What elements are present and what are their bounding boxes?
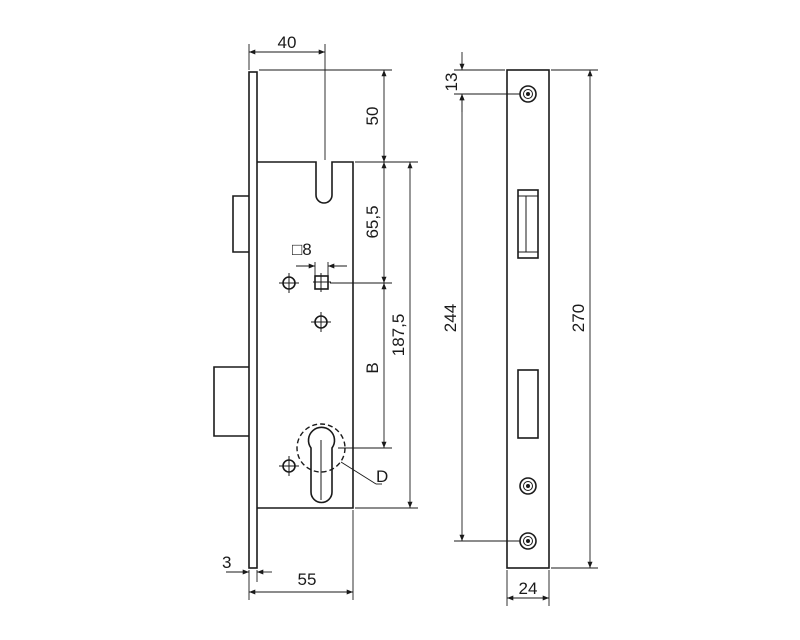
dim-187-5-label: 187,5 — [389, 314, 408, 357]
dim-24-label: 24 — [519, 579, 538, 598]
dim-width-top: 40 — [248, 33, 326, 160]
dim-40-label: 40 — [278, 33, 297, 52]
front-bolt-opening — [517, 369, 539, 439]
dim-13-label: 13 — [442, 73, 461, 92]
dim-244-label: 244 — [441, 304, 460, 332]
dim-55-label: 55 — [298, 570, 317, 589]
front-view: 13 244 270 24 — [441, 52, 598, 606]
dim-body-width: 55 — [249, 510, 354, 600]
dim-faceplate-width: 24 — [506, 570, 550, 606]
lock-body — [257, 161, 354, 509]
dim-d-label: D — [376, 467, 388, 486]
dim-screw-spacing: 244 — [441, 94, 520, 542]
dim-faceplate-length: 270 — [551, 69, 598, 569]
front-latch-opening — [517, 189, 539, 259]
hole-symbol-upper — [279, 273, 299, 293]
hole-symbol-middle — [311, 312, 331, 332]
dim-top-offset: 50 — [259, 69, 418, 163]
spindle-square — [313, 273, 331, 292]
side-faceplate — [248, 71, 258, 569]
dim-square-8-label: □8 — [292, 240, 312, 259]
side-view: 40 50 65,5 □8 B — [213, 33, 418, 600]
dim-50-label: 50 — [363, 107, 382, 126]
dim-total-height: 187,5 — [355, 162, 418, 509]
front-screw-bottom — [519, 532, 537, 550]
dim-screw-offset: 13 — [442, 52, 520, 112]
latch-bolt — [232, 195, 249, 253]
dim-faceplate-thickness: 3 — [222, 553, 272, 600]
dim-270-label: 270 — [569, 304, 588, 332]
dim-cylinder-d: D — [340, 461, 388, 486]
front-screw-top — [519, 85, 537, 103]
dim-backset-b: B — [338, 283, 392, 449]
dim-65-5-label: 65,5 — [363, 205, 382, 238]
dim-spindle-size: □8 — [292, 240, 347, 276]
dim-3-label: 3 — [222, 553, 231, 572]
dim-spindle-offset: 65,5 — [330, 162, 392, 284]
cylinder-cutout — [296, 423, 346, 504]
dead-bolt — [213, 366, 249, 437]
front-faceplate — [506, 69, 550, 569]
dim-b-label: B — [363, 362, 382, 373]
front-screw-middle — [519, 477, 537, 495]
hole-symbol-lower — [279, 456, 299, 476]
